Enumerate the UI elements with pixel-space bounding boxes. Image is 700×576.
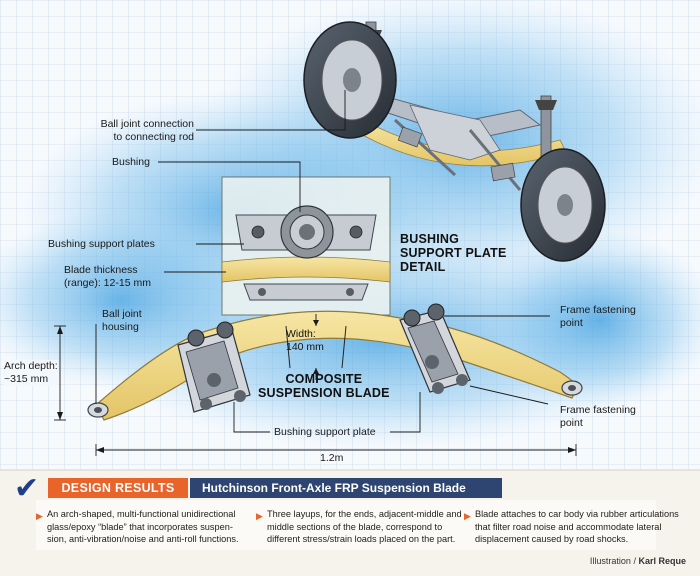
result-item-3: ▶ Blade attaches to car body via rubber … bbox=[464, 508, 694, 546]
label-text: 1.2m bbox=[320, 452, 344, 464]
heading-line: COMPOSITE bbox=[285, 372, 363, 386]
result-line: glass/epoxy “blade” that incorporates su… bbox=[47, 521, 233, 532]
label-bushing: Bushing bbox=[112, 156, 150, 169]
axle-assembly bbox=[303, 21, 606, 262]
result-item-1: ▶ An arch-shaped, multi-functional unidi… bbox=[36, 508, 248, 546]
credit-separator: / bbox=[633, 556, 639, 566]
label-line: Frame fastening bbox=[560, 304, 636, 316]
label-line: ~315 mm bbox=[4, 373, 49, 385]
design-results-tab: DESIGN RESULTS bbox=[48, 478, 188, 498]
result-item-2: ▶ Three layups, for the ends, adjacent-m… bbox=[256, 508, 462, 546]
label-line: housing bbox=[102, 321, 139, 333]
design-results-title-text: Hutchinson Front-Axle FRP Suspension Bla… bbox=[202, 481, 466, 495]
credit-name: Karl Reque bbox=[638, 556, 686, 566]
heading-line: SUSPENSION BLADE bbox=[258, 386, 390, 400]
checkmark-icon: ✔ bbox=[14, 471, 40, 506]
label-ball-joint-connection: Ball joint connection to connecting rod bbox=[52, 118, 194, 144]
heading-bushing-detail: BUSHING SUPPORT PLATE DETAIL bbox=[400, 232, 507, 274]
result-line: Three layups, for the ends, adjacent-mid… bbox=[267, 509, 462, 519]
label-line: Width: bbox=[286, 328, 316, 340]
result-line: different stress/strain loads placed on … bbox=[267, 534, 456, 544]
label-line: point bbox=[560, 417, 583, 429]
illustration-credit: Illustration / Karl Reque bbox=[590, 556, 686, 566]
result-line: that filter road noise and accommodate l… bbox=[475, 521, 662, 532]
label-bushing-support-plate: Bushing support plate bbox=[274, 426, 376, 439]
bullet-arrow-icon: ▶ bbox=[464, 511, 471, 521]
label-bushing-support-plates: Bushing support plates bbox=[48, 238, 155, 251]
credit-prefix: Illustration bbox=[589, 556, 631, 566]
label-text: Bushing support plate bbox=[274, 426, 376, 438]
label-line: Arch depth: bbox=[4, 360, 58, 372]
label-width: Width: 140 mm bbox=[286, 328, 324, 354]
label-line: Ball joint connection bbox=[100, 118, 194, 130]
label-line: Ball joint bbox=[102, 308, 142, 320]
design-results-title: Hutchinson Front-Axle FRP Suspension Bla… bbox=[190, 478, 502, 498]
result-line: sion, anti-vibration/noise and anti-roll… bbox=[47, 534, 239, 544]
label-line: to connecting rod bbox=[113, 131, 194, 143]
result-line: Blade attaches to car body via rubber ar… bbox=[475, 509, 679, 519]
label-line: point bbox=[560, 317, 583, 329]
label-line: (range): 12-15 mm bbox=[64, 277, 151, 289]
result-line: displacement caused by road shocks. bbox=[475, 534, 629, 544]
label-text: Bushing support plates bbox=[48, 238, 155, 250]
bullet-arrow-icon: ▶ bbox=[256, 511, 263, 521]
arrowheads bbox=[57, 320, 576, 453]
composite-blade bbox=[87, 303, 583, 421]
label-line: Blade thickness bbox=[64, 264, 138, 276]
label-line: Frame fastening bbox=[560, 404, 636, 416]
heading-line: BUSHING bbox=[400, 232, 460, 246]
design-results-label: DESIGN RESULTS bbox=[61, 481, 175, 495]
heading-line: DETAIL bbox=[400, 260, 446, 274]
label-blade-thickness: Blade thickness (range): 12-15 mm bbox=[64, 264, 151, 290]
heading-line: SUPPORT PLATE bbox=[400, 246, 507, 260]
label-length: 1.2m bbox=[320, 452, 343, 465]
label-line: 140 mm bbox=[286, 341, 324, 353]
label-text: Bushing bbox=[112, 156, 150, 168]
bushing-detail-inset bbox=[221, 176, 391, 316]
heading-composite-blade: COMPOSITE SUSPENSION BLADE bbox=[258, 372, 390, 400]
label-frame-fastening-bottom: Frame fastening point bbox=[560, 404, 636, 430]
result-line: middle sections of the blade, correspond… bbox=[267, 521, 443, 532]
bullet-arrow-icon: ▶ bbox=[36, 511, 43, 521]
label-frame-fastening-top: Frame fastening point bbox=[560, 304, 636, 330]
label-arch-depth: Arch depth: ~315 mm bbox=[4, 360, 58, 386]
label-ball-joint-housing: Ball joint housing bbox=[102, 308, 142, 334]
result-line: An arch-shaped, multi-functional unidire… bbox=[47, 509, 236, 519]
